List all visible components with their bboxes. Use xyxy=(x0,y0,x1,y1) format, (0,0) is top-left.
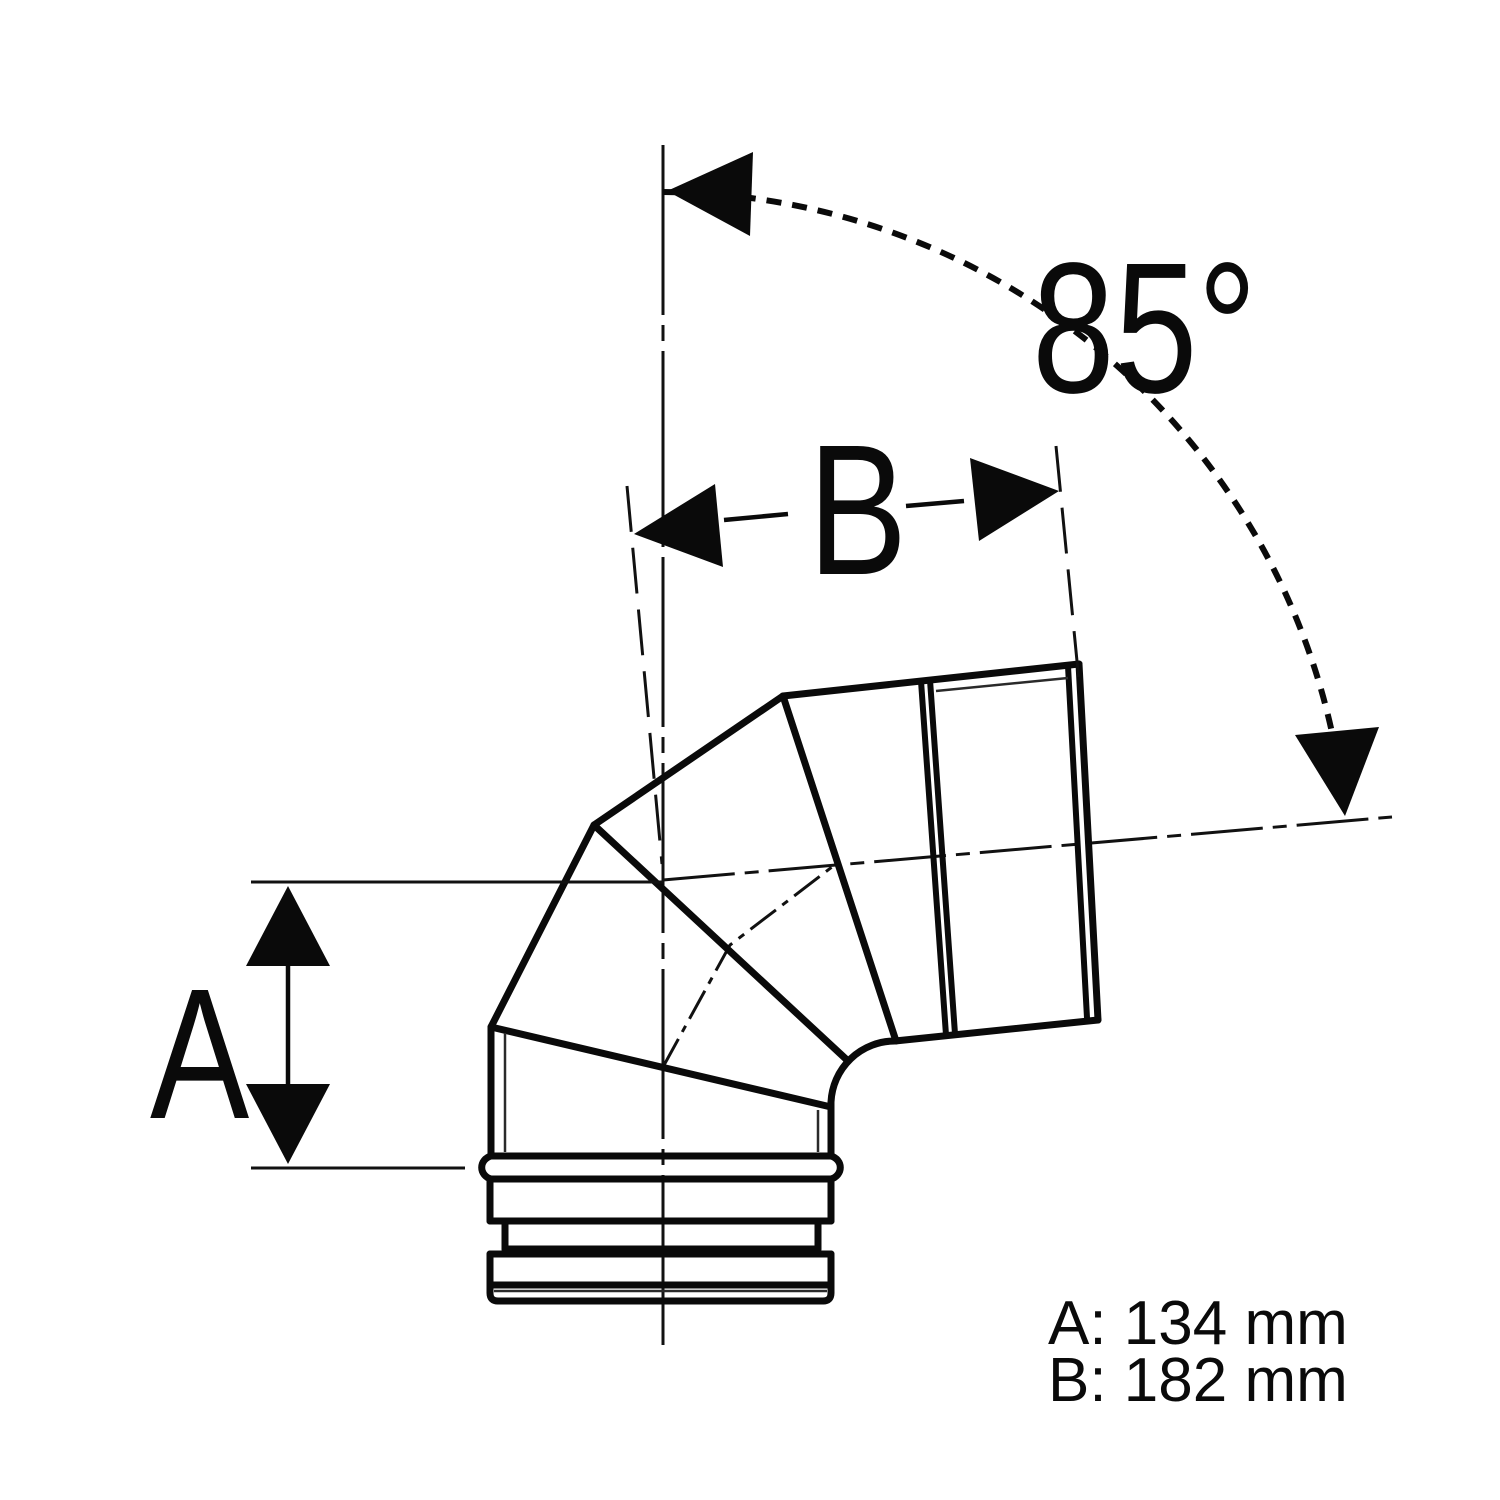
outlet-axis-centerline xyxy=(662,815,1393,882)
dim-b: B xyxy=(625,406,1082,865)
socket-detail xyxy=(478,1152,844,1305)
seam-1 xyxy=(487,1023,835,1111)
spec-line-a: A: 134 mm xyxy=(1048,1289,1348,1358)
seam-3 xyxy=(779,692,900,1045)
dim-b-ext-left xyxy=(625,485,664,865)
elbow-outer-outline xyxy=(487,660,1083,1160)
angle-arc-arrowhead-bottom xyxy=(1295,727,1379,816)
dim-b-label: B xyxy=(808,406,907,614)
elbow-throat-outline xyxy=(827,1016,1102,1160)
spec-text: A: 134 mm B: 182 mm xyxy=(1048,1289,1348,1415)
dim-b-dash-right xyxy=(905,498,965,509)
outlet-collar-line-right xyxy=(927,677,958,1037)
segment-axis-polyline xyxy=(661,865,833,1068)
angle-annotation xyxy=(662,152,1379,817)
dim-b-arrow-right xyxy=(970,458,1059,541)
dim-b-ext-right xyxy=(1054,445,1082,693)
dim-a-arrow-up xyxy=(246,886,330,966)
angle-label: 85° xyxy=(1032,224,1257,432)
dim-b-arrow-left xyxy=(634,484,723,567)
dim-a-arrow-down xyxy=(246,1084,330,1164)
angle-arc-arrowhead-top xyxy=(667,152,753,236)
outlet-end-rim-inner xyxy=(1065,663,1090,1021)
inner-wall-outlet-top xyxy=(935,676,1069,693)
dim-a: A xyxy=(150,880,663,1170)
centerlines xyxy=(661,145,1393,1348)
dim-a-label: A xyxy=(150,950,249,1158)
outlet-end-rim-outer xyxy=(1075,660,1102,1024)
outlet-collar-line-left xyxy=(918,678,949,1038)
dim-b-dash-left xyxy=(723,511,789,523)
seam-2 xyxy=(590,821,851,1064)
spec-line-b: B: 182 mm xyxy=(1048,1346,1348,1415)
angle-arc xyxy=(662,189,1348,817)
socket-bead-cap-right xyxy=(827,1152,844,1183)
elbow-body xyxy=(487,660,1102,1160)
